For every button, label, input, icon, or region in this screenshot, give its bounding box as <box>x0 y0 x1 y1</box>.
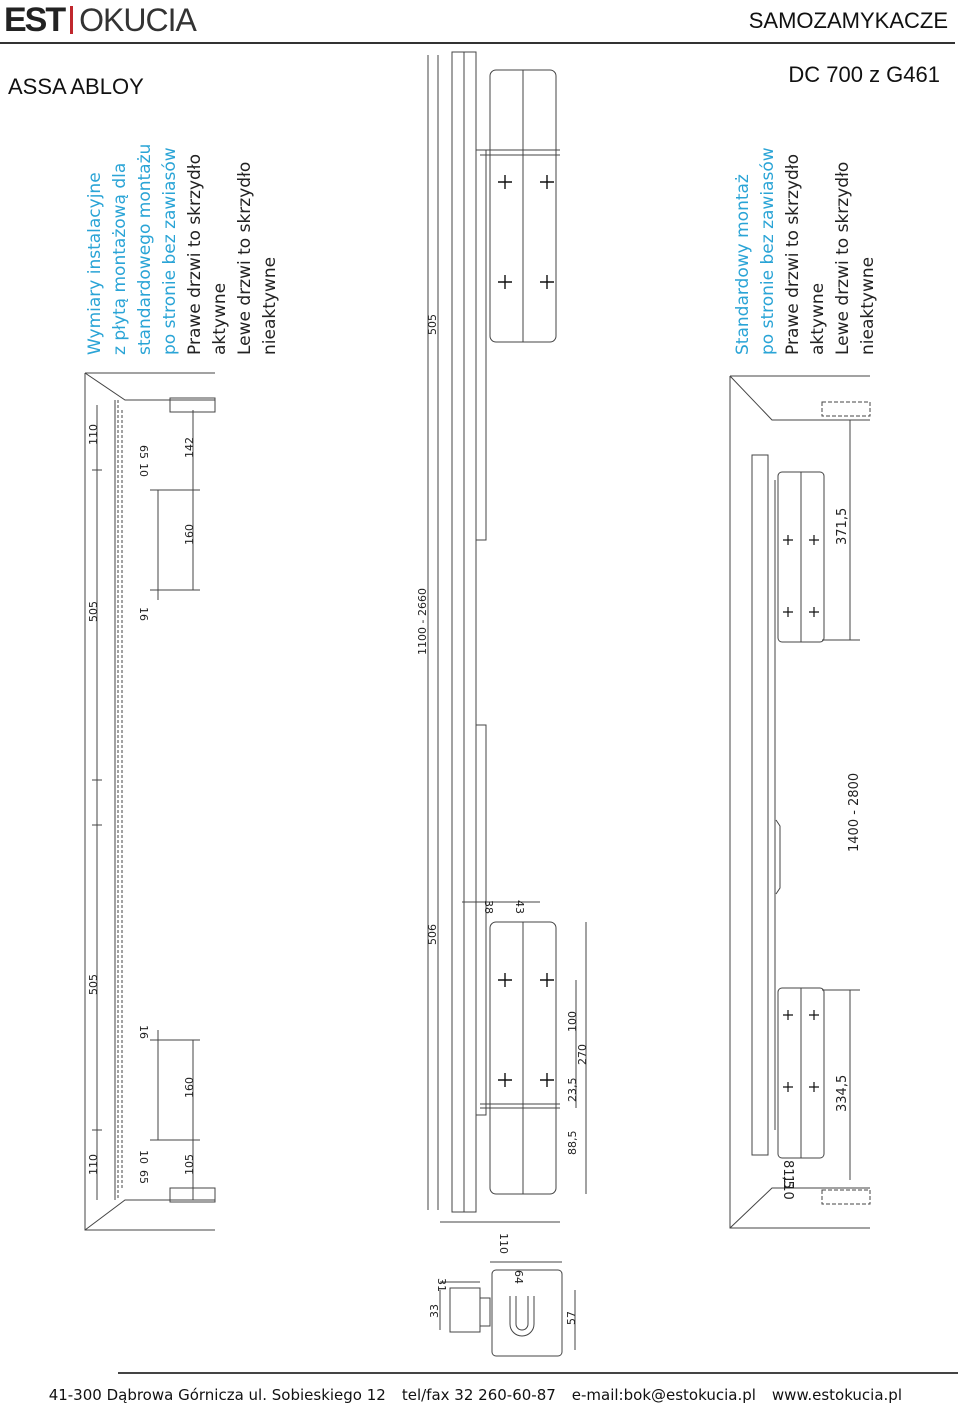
dimension-labels: 110 65 10 142 160 16 505 505 16 160 105 … <box>87 314 862 1325</box>
dim-left-110-bottom: 110 <box>87 1154 100 1175</box>
model-name: DC 700 z G461 <box>788 62 940 87</box>
section-detail <box>439 1261 576 1357</box>
left-caption-line-4: po stronie bez zawiasów <box>160 147 180 355</box>
dim-bottom-64: 64 <box>512 1270 525 1284</box>
dim-left-16-top: 16 <box>137 607 150 621</box>
right-caption-line-1: Standardowy montaż <box>733 174 753 355</box>
dim-mid-1100-2660: 1100 - 2660 <box>416 588 429 655</box>
dim-left-10-top: 10 <box>137 463 150 477</box>
footer: 41-300 Dąbrowa Górnicza ul. Sobieskiego … <box>0 1386 960 1404</box>
right-caption-line-4: aktywne <box>808 283 828 355</box>
left-caption-line-7: Lewe drzwi to skrzydło <box>235 162 255 355</box>
dim-right-110: 110 <box>780 1175 795 1200</box>
right-caption-line-3: Prawe drzwi to skrzydło <box>783 154 803 355</box>
dim-left-65-bottom: 65 <box>137 1170 150 1184</box>
dim-mid-110: 110 <box>497 1233 510 1254</box>
dim-left-110-top: 110 <box>87 424 100 445</box>
dim-left-505-top: 505 <box>87 601 100 622</box>
dim-mid-43: 43 <box>513 900 526 914</box>
dim-mid-505: 505 <box>426 314 439 335</box>
dim-mid-506: 506 <box>426 924 439 945</box>
dim-mid-23-5: 23,5 <box>566 1078 579 1103</box>
dim-left-10-bottom: 10 <box>137 1150 150 1164</box>
left-caption-line-5: Prawe drzwi to skrzydło <box>185 154 205 355</box>
left-caption-line-3: standardowego montażu <box>135 144 155 355</box>
dim-mid-38: 38 <box>482 900 495 914</box>
dim-right-81-5: 81,5 <box>780 1160 795 1189</box>
dim-left-65-top: 65 <box>137 445 150 459</box>
left-caption-line-1: Wymiary instalacyjne <box>85 172 105 355</box>
dim-right-334-5: 334,5 <box>835 1075 850 1112</box>
dim-right-371-5: 371,5 <box>835 508 850 545</box>
right-caption-line-2: po stronie bez zawiasów <box>758 147 778 355</box>
dim-bottom-57: 57 <box>565 1311 578 1325</box>
dim-left-160-top: 160 <box>183 524 196 545</box>
left-caption: Wymiary instalacyjne z płytą montażową d… <box>85 144 280 355</box>
logo-divider <box>70 6 74 34</box>
footer-website[interactable]: www.estokucia.pl <box>771 1386 902 1404</box>
dim-left-160-bottom: 160 <box>183 1077 196 1098</box>
header-rule <box>0 42 955 44</box>
logo-est: EST <box>4 0 66 39</box>
brand-name: ASSA ABLOY <box>8 74 144 99</box>
logo-okucia: OKUCIA <box>79 1 197 38</box>
dim-mid-270: 270 <box>576 1044 589 1065</box>
footer-phone: tel/fax 32 260-60-87 <box>401 1386 556 1404</box>
footer-address: 41-300 Dąbrowa Górnicza ul. Sobieskiego … <box>48 1386 386 1404</box>
company-logo: EST OKUCIA <box>4 0 197 39</box>
dim-bottom-33: 33 <box>428 1304 441 1318</box>
dim-left-142: 142 <box>183 437 196 458</box>
right-frame-drawing <box>729 375 871 1229</box>
left-caption-line-8: nieaktywne <box>260 257 280 355</box>
dim-mid-88-5: 88,5 <box>566 1131 579 1156</box>
dim-right-1400-2800: 1400 - 2800 <box>847 773 862 852</box>
right-caption: Standardowy montaż po stronie bez zawias… <box>733 147 878 355</box>
footer-email[interactable]: e-mail:bok@estokucia.pl <box>571 1386 756 1404</box>
left-caption-line-2: z płytą montażową dla <box>110 163 130 355</box>
dim-bottom-31: 31 <box>435 1278 448 1292</box>
left-caption-line-6: aktywne <box>210 283 230 355</box>
dim-left-505-bottom: 505 <box>87 974 100 995</box>
right-caption-line-6: nieaktywne <box>858 257 878 355</box>
category-title: SAMOZAMYKACZE <box>748 8 948 33</box>
left-frame-drawing <box>84 372 216 1231</box>
footer-rule <box>118 1372 958 1374</box>
dim-left-16-bottom: 16 <box>137 1025 150 1039</box>
right-caption-line-5: Lewe drzwi to skrzydło <box>833 162 853 355</box>
dim-mid-100: 100 <box>566 1011 579 1032</box>
middle-closer-drawing <box>427 51 587 1223</box>
dim-left-105: 105 <box>183 1154 196 1175</box>
